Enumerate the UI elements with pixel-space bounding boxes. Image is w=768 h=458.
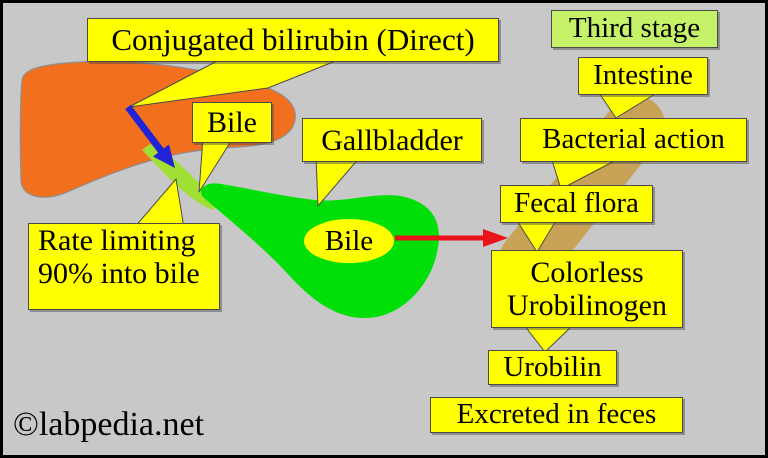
bacterial-action-text: Bacterial action [542,123,725,156]
label-urobilin: Urobilin [488,350,617,385]
colorless-line2: Urobilinogen [507,289,667,322]
bile-oval [304,219,394,263]
watermark: ©labpedia.net [13,403,204,447]
conjugated-bilirubin-text: Conjugated bilirubin (Direct) [111,21,475,57]
callout-tail-rate-limiting [132,177,185,229]
blue-arrow [125,104,175,168]
excreted-in-feces-text: Excreted in feces [456,398,657,431]
bile-duct-text: Bile [207,106,257,139]
rate-limiting-line1: Rate limiting [38,224,196,257]
colorless-line1: Colorless [530,256,644,289]
label-excreted-in-feces: Excreted in feces [430,397,683,433]
label-fecal-flora: Fecal flora [500,185,653,223]
bile-in-gallbladder-text: Bile [324,224,374,257]
callout-tail-colorless [522,324,575,353]
watermark-text: ©labpedia.net [13,406,205,443]
label-bacterial-action: Bacterial action [520,118,747,162]
red-arrow [395,229,508,247]
gallbladder-text: Gallbladder [321,123,463,157]
stage-badge-text: Third stage [568,12,701,45]
label-gallbladder: Gallbladder [302,118,482,162]
label-rate-limiting: Rate limiting 90% into bile [28,223,220,310]
rate-limiting-line2: 90% into bile [38,257,200,290]
label-conjugated-bilirubin: Conjugated bilirubin (Direct) [87,18,499,62]
label-bile-in-gallbladder: Bile [305,221,393,261]
fecal-flora-text: Fecal flora [514,187,639,220]
label-bile-duct: Bile [192,102,272,143]
label-intestine: Intestine [578,57,708,95]
label-colorless-urobilinogen: Colorless Urobilinogen [491,250,683,328]
urobilin-text: Urobilin [503,350,602,383]
stage-badge: Third stage [551,10,718,48]
intestine-text: Intestine [593,59,693,92]
